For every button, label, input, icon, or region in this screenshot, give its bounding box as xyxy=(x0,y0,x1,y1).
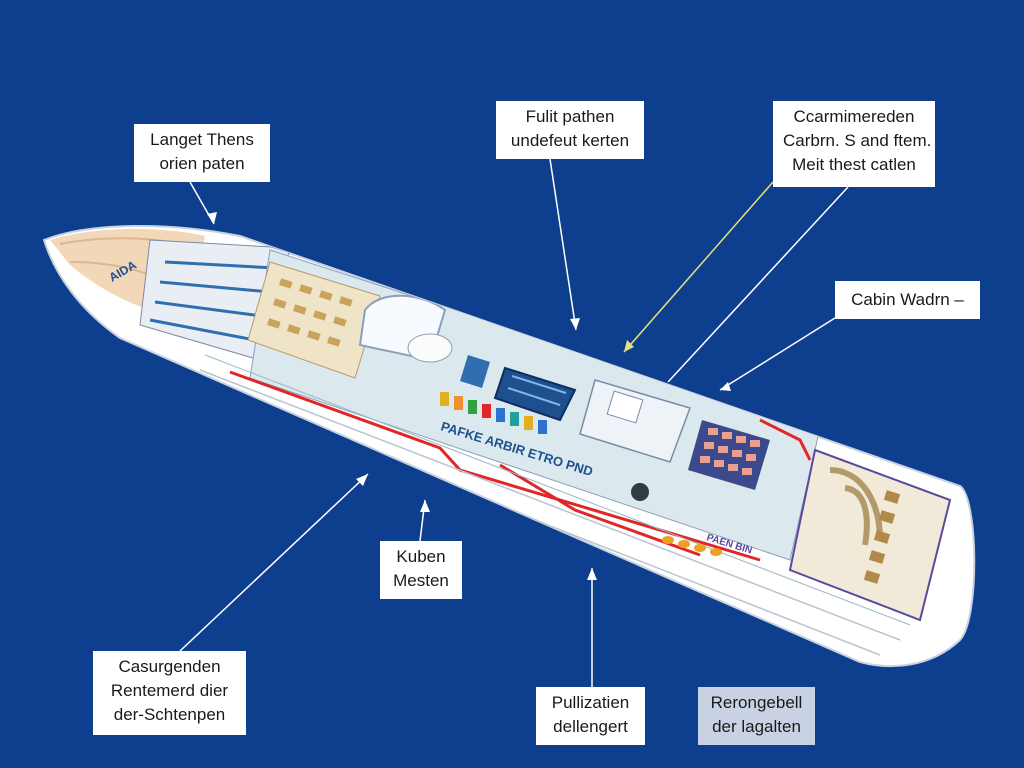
leader-line-4 xyxy=(719,317,836,391)
cabin-grid xyxy=(688,420,770,490)
loungers xyxy=(440,392,547,434)
leader-line-6 xyxy=(179,473,369,652)
leader-lines xyxy=(179,158,849,687)
callout-3-line-3: Meit thest catlen xyxy=(792,155,916,174)
callout-5: Kuben Mesten xyxy=(380,541,462,599)
leader-line-3a xyxy=(623,181,774,353)
callout-6-line-2: Rentemerd dier xyxy=(110,681,229,700)
callout-6-line-3: der-Schtenpen xyxy=(113,705,226,724)
forward-lounge xyxy=(247,261,381,379)
leader-arrowheads xyxy=(207,212,731,580)
callout-8: Rerongebell der lagalten xyxy=(698,687,815,745)
callout-2-line-2: undefeut kerten xyxy=(510,131,630,150)
callout-2: Fulit pathen undefeut kerten xyxy=(496,101,644,159)
callout-7-line-2: dellengert xyxy=(553,717,628,736)
leader-line-3b xyxy=(667,186,849,383)
callout-5-line-1: Kuben xyxy=(396,547,446,566)
callout-3: Ccarmimereden Carbrn. S and ftem. Meit t… xyxy=(773,101,935,187)
callout-3-line-1: Ccarmimereden xyxy=(793,107,915,126)
callout-6: Casurgenden Rentemerd dier der-Schtenpen xyxy=(93,651,246,735)
callout-4-line-1: Cabin Wadrn – xyxy=(851,290,964,309)
callout-7: Pullizatien dellengert xyxy=(536,687,645,745)
small-pool xyxy=(460,355,490,388)
callout-1-line-1: Langet Thens xyxy=(150,130,254,149)
callout-6-line-1: Casurgenden xyxy=(118,657,221,676)
callout-1: Langet Thens orien paten xyxy=(134,124,270,182)
stern-theatre xyxy=(788,448,952,622)
red-trim-port xyxy=(229,370,761,562)
callout-2-line-1: Fulit pathen xyxy=(525,107,615,126)
callout-7-line-1: Pullizatien xyxy=(551,693,630,712)
callout-1-line-2: orien paten xyxy=(159,154,245,173)
blue-pool xyxy=(493,366,577,422)
callout-4: Cabin Wadrn – xyxy=(835,281,980,319)
callout-3-line-2: Carbrn. S and ftem. xyxy=(783,131,932,150)
callout-5-line-2: Mesten xyxy=(393,571,449,590)
callout-8-line-1: Rerongebell xyxy=(710,693,803,712)
leader-line-2 xyxy=(549,158,577,331)
callout-8-line-2: der lagalten xyxy=(712,717,801,736)
leader-arrowhead-yellow xyxy=(624,340,634,352)
